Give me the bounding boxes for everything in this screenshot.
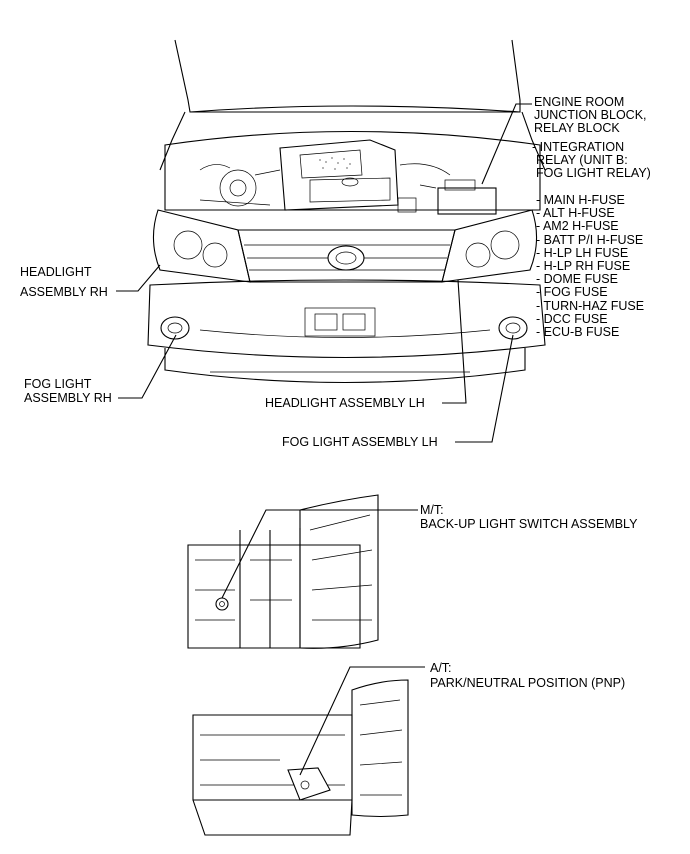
mt-bell-ribs (309, 514, 373, 621)
engine-cover (279, 139, 399, 211)
headlight-rh-lens-2 (202, 242, 228, 268)
relay-block (444, 179, 476, 191)
leader-engine-room (481, 103, 532, 185)
leader-fog-rh (118, 334, 177, 399)
headlight-rh-drawing (152, 209, 251, 283)
headlight-lh-label: HEADLIGHT ASSEMBLY LH (265, 396, 425, 410)
integration-relay-line-1: - INTEGRATION (532, 140, 625, 154)
fuse-list: - MAIN H-FUSE - ALT H-FUSE - AM2 H-FUSE … (536, 193, 645, 340)
mt-switch-label-2: BACK-UP LIGHT SWITCH ASSEMBLY (420, 517, 638, 531)
leader-lines-vehicle (116, 103, 532, 443)
leader-mt-switch (221, 509, 418, 599)
license-plate (304, 307, 376, 337)
fuse-item: - DCC FUSE (536, 311, 608, 326)
integration-relay-label: - INTEGRATION RELAY (UNIT B: FOG LIGHT R… (532, 140, 651, 181)
fog-light-lh-drawing (498, 316, 528, 340)
engine-room-block-label: ENGINE ROOM JUNCTION BLOCK, RELAY BLOCK (534, 95, 647, 136)
air-cleaner-center (229, 179, 247, 197)
vehicle-front-drawing (147, 39, 546, 384)
headlight-rh-label-2: ASSEMBLY RH (20, 285, 108, 299)
engine-room-line-2: JUNCTION BLOCK, (534, 108, 647, 123)
fuse-item: - TURN-HAZ FUSE (536, 298, 645, 313)
fog-light-rh-label-2: ASSEMBLY RH (24, 391, 112, 405)
at-bellhousing (351, 679, 409, 818)
fuse-item: - DOME FUSE (536, 272, 618, 287)
hood-panel (174, 39, 521, 113)
a-pillar-right (521, 111, 546, 171)
at-switch-label-2: PARK/NEUTRAL POSITION (PNP) (430, 676, 626, 690)
integration-relay-line-2: RELAY (UNIT B: (536, 153, 628, 168)
plate-slot-2 (342, 313, 366, 331)
fog-light-lh-label: FOG LIGHT ASSEMBLY LH (282, 435, 438, 449)
cover-texture (319, 157, 351, 170)
fuse-item: - ECU-B FUSE (536, 325, 620, 340)
leader-at-switch (299, 666, 425, 776)
at-oil-pan (192, 799, 353, 836)
mt-switch-label-1: M/T: (420, 503, 444, 517)
engine-room-line-3: RELAY BLOCK (534, 121, 620, 136)
headlight-lh-lens-2 (465, 242, 491, 268)
fuse-item: - BATT P/I H-FUSE (536, 232, 644, 247)
fuse-item: - H-LP RH FUSE (536, 259, 631, 274)
fog-light-lh-lens (505, 322, 521, 334)
mt-ribs (239, 528, 301, 648)
mt-case-body (187, 544, 361, 649)
headlight-lh-drawing (441, 209, 538, 283)
fuse-item: - AM2 H-FUSE (536, 219, 619, 234)
engine-hoses-left (199, 164, 281, 206)
toyota-emblem (327, 245, 365, 271)
reservoir (397, 197, 417, 213)
backup-light-switch-drawing (215, 597, 229, 611)
headlight-rh-label-1: HEADLIGHT (20, 265, 92, 279)
leader-headlight-lh (442, 279, 467, 404)
mt-case-detail (195, 559, 292, 621)
fog-light-rh-lens (167, 322, 183, 334)
at-switch-label-1: A/T: (430, 661, 452, 675)
fuse-item: - ALT H-FUSE (536, 206, 615, 221)
fuse-item: - MAIN H-FUSE (536, 193, 625, 207)
air-cleaner (219, 169, 257, 207)
fog-light-rh-label-1: FOG LIGHT (24, 377, 92, 391)
backup-switch-center (219, 601, 225, 607)
a-pillar-left (159, 111, 186, 171)
mt-transmission-drawing (187, 494, 418, 649)
grille (237, 229, 456, 283)
leader-fog-lh (455, 334, 514, 443)
engine-hoses-right (399, 163, 451, 189)
engine-cover-detail (299, 149, 363, 179)
hood-edge (189, 105, 521, 113)
fog-light-rh-drawing (160, 316, 190, 340)
front-bumper (147, 279, 546, 359)
engine-emblem (341, 177, 359, 187)
toyota-emblem-inner (335, 251, 357, 265)
mt-bellhousing (299, 494, 379, 649)
engine-room-line-1: ENGINE ROOM (534, 95, 625, 109)
integration-relay-line-3: FOG LIGHT RELAY) (536, 166, 651, 181)
bumper-crease (199, 329, 491, 338)
fuse-item: - H-LP LH FUSE (536, 245, 629, 260)
lower-valance (164, 348, 526, 384)
leader-headlight-rh (116, 264, 161, 292)
pnp-switch-center (300, 780, 310, 790)
plate-slot-1 (314, 313, 338, 331)
engine-bay (164, 130, 541, 211)
fuse-item: - FOG FUSE (536, 285, 608, 300)
at-bell-ribs (359, 699, 403, 796)
headlight-lh-lens-1 (490, 230, 520, 260)
engine-intake (309, 177, 391, 203)
at-transmission-drawing (192, 666, 425, 836)
headlight-rh-lens-1 (173, 230, 203, 260)
